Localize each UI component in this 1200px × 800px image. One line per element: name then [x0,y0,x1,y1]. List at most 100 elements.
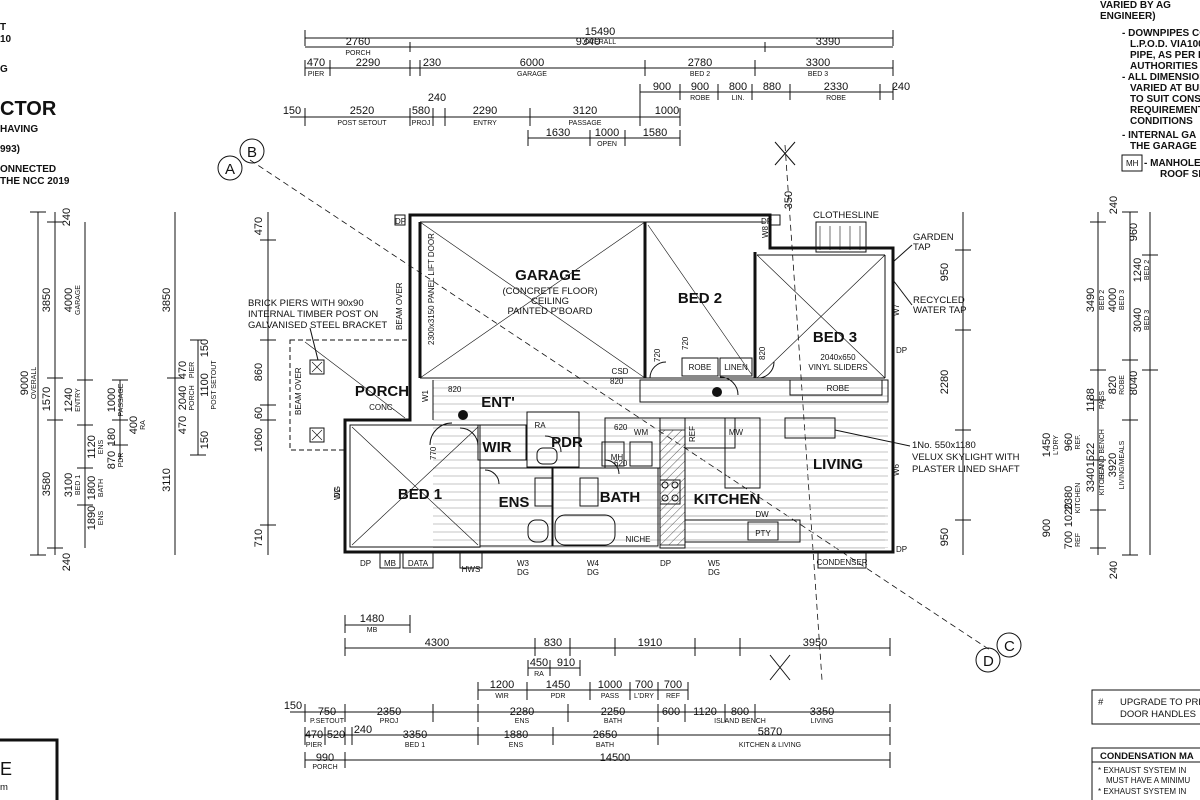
svg-text:PTY: PTY [755,529,771,538]
svg-text:W8: W8 [761,225,770,238]
svg-text:W5: W5 [708,559,721,568]
svg-text:POST SETOUT: POST SETOUT [337,120,387,127]
svg-text:240: 240 [61,553,73,571]
dim-pier: 470 [307,57,325,69]
svg-text:2650: 2650 [593,729,617,741]
svg-text:1480: 1480 [360,613,384,625]
room-bed1: BED 1 [398,486,442,503]
dim-garage-length: 6000 [520,57,544,69]
svg-text:LIVING: LIVING [811,718,834,725]
room-wir: WIR [482,439,511,456]
marker-a: A [225,161,235,178]
svg-text:PASSAGE: PASSAGE [118,383,125,416]
section-marker-c-d: D C [975,632,1022,673]
svg-text:2280: 2280 [510,706,534,718]
svg-text:1240: 1240 [1132,258,1144,282]
svg-text:UPGRADE TO PRIVA: UPGRADE TO PRIVA [1120,697,1200,708]
svg-text:CONC.: CONC. [369,403,395,412]
svg-text:3920: 3920 [1107,453,1119,477]
svg-text:#: # [1098,697,1104,708]
svg-text:RA: RA [534,421,546,430]
svg-text:CEILING: CEILING [531,296,569,307]
svg-text:700: 700 [1063,531,1075,549]
svg-text:DOOR HANDLES: DOOR HANDLES [1120,709,1196,720]
svg-text:BATH: BATH [604,718,622,725]
svg-text:720: 720 [653,348,662,362]
svg-text:2380: 2380 [1063,486,1075,510]
svg-text:2250: 2250 [601,706,625,718]
svg-text:1450: 1450 [1041,433,1053,457]
svg-text:1910: 1910 [638,637,662,649]
svg-text:BEAM OVER: BEAM OVER [395,282,404,330]
svg-text:RA: RA [140,420,147,430]
svg-text:1200: 1200 [490,679,514,691]
svg-text:ENS: ENS [515,718,530,725]
marker-d: D [983,653,994,670]
svg-text:GARAGE: GARAGE [517,71,547,78]
svg-text:ENTRY: ENTRY [473,120,497,127]
svg-text:1240: 1240 [63,388,75,412]
svg-text:KITCHEN: KITCHEN [1099,465,1106,496]
left-cropped-notes: T 10 G CTOR HAVING 993) ONNECTED THE NCC… [0,22,70,187]
svg-text:ENTRY: ENTRY [75,388,82,412]
svg-text:600: 600 [662,706,680,718]
room-porch: PORCH [355,383,409,400]
svg-text:DP: DP [896,545,907,554]
svg-text:ROBE: ROBE [1119,375,1126,395]
svg-text:WM: WM [634,428,649,437]
svg-text:PLASTER LINED SHAFT: PLASTER LINED SHAFT [912,464,1020,475]
svg-text:HWS: HWS [462,565,481,574]
room-kitchen: KITCHEN [694,491,761,508]
svg-text:1No. 550x1180: 1No. 550x1180 [912,440,976,451]
svg-text:700: 700 [635,679,653,691]
svg-text:MUST HAVE A MINIMU: MUST HAVE A MINIMU [1106,776,1190,785]
svg-text:ENS: ENS [509,742,524,749]
svg-text:m: m [0,782,8,793]
svg-text:1570: 1570 [41,387,53,411]
svg-text:KITCHEN & LIVING: KITCHEN & LIVING [739,742,801,749]
svg-text:2040: 2040 [177,386,189,410]
svg-text:PROJ: PROJ [380,718,399,725]
svg-text:DG: DG [333,486,342,498]
clothesline-label: CLOTHESLINE [813,210,879,221]
svg-text:900: 900 [1041,519,1053,537]
svg-text:830: 830 [544,637,562,649]
svg-text:THE NCC 2019: THE NCC 2019 [0,176,70,187]
svg-text:3950: 3950 [803,637,827,649]
svg-text:P.SETOUT: P.SETOUT [310,718,345,725]
dim-main-length: 9340 [576,36,600,48]
svg-text:950: 950 [939,528,951,546]
svg-text:- DOWNPIPES CO: - DOWNPIPES CO [1122,28,1200,39]
svg-text:800: 800 [729,81,747,93]
svg-text:10: 10 [0,34,12,45]
svg-text:DG: DG [517,568,529,577]
svg-text:470: 470 [253,217,265,235]
svg-text:ROBE: ROBE [826,95,846,102]
svg-text:PAINTED P'BOARD: PAINTED P'BOARD [507,306,592,317]
room-labels: GARAGE (CONCRETE FLOOR) CEILING PAINTED … [355,233,868,544]
svg-text:WATER TAP: WATER TAP [913,305,966,316]
svg-text:VARIED AT BUI: VARIED AT BUI [1130,83,1200,94]
svg-text:5870: 5870 [758,726,782,738]
svg-text:1020: 1020 [1063,503,1075,527]
dim-bed2-length: 2780 [688,57,712,69]
svg-text:BED 3: BED 3 [1119,290,1126,310]
svg-text:LIN.: LIN. [732,95,745,102]
dim-overall-length: 15490 [585,26,616,38]
svg-text:PDR: PDR [551,693,566,700]
svg-text:960: 960 [1063,433,1075,451]
svg-text:700: 700 [664,679,682,691]
svg-text:ROOF SP: ROOF SP [1160,169,1200,180]
svg-text:2290: 2290 [356,57,380,69]
svg-text:1800: 1800 [86,476,98,500]
svg-text:W3: W3 [517,559,530,568]
svg-text:OVERALL: OVERALL [31,367,38,399]
svg-text:PIER: PIER [308,71,324,78]
svg-text:ROBE: ROBE [827,384,850,393]
svg-text:INTERNAL TIMBER POST ON: INTERNAL TIMBER POST ON [248,309,378,320]
svg-text:HAVING: HAVING [0,124,38,135]
svg-text:PORCH: PORCH [189,385,196,410]
svg-text:DP: DP [395,217,406,226]
svg-text:1120: 1120 [693,706,717,718]
svg-text:240: 240 [1108,196,1120,214]
